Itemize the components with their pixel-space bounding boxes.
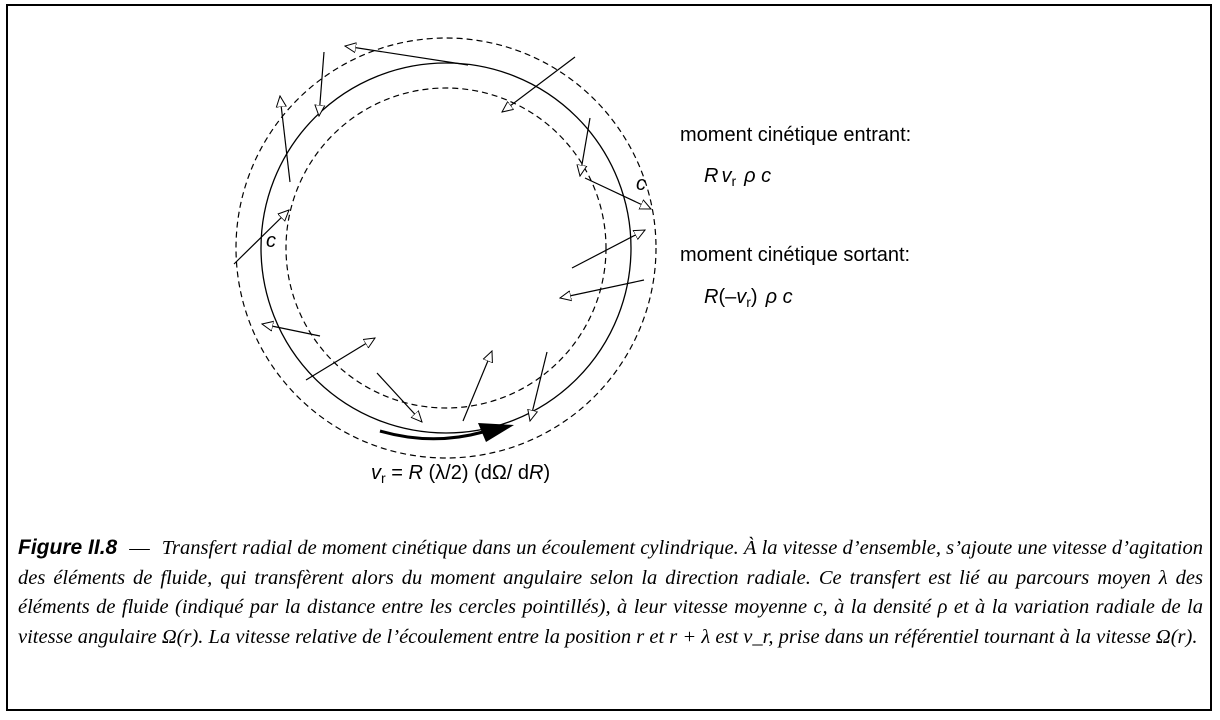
rotation-arrowhead <box>478 423 514 442</box>
label-incoming-title: moment cinétique entrant: <box>680 124 911 146</box>
figure-caption: Figure II.8 —Transfert radial de moment c… <box>18 533 1203 652</box>
label-outgoing-formula: R(–vr)ρ c <box>704 286 793 310</box>
figure-frame <box>6 4 1212 711</box>
label-c-right: c <box>636 173 646 195</box>
figure-label: Figure II.8 <box>18 536 118 559</box>
caption-dash: — <box>129 537 150 559</box>
label-outgoing-title: moment cinétique sortant: <box>680 244 910 266</box>
agitation-arrows <box>233 46 651 422</box>
outer-dashed-circle <box>235 37 657 459</box>
inner-dashed-circle <box>285 87 607 409</box>
rotation-arc <box>379 429 484 441</box>
caption-text: Transfert radial de moment cinétique dan… <box>18 537 1203 648</box>
label-c-left: c <box>266 230 276 252</box>
middle-solid-circle <box>260 62 632 434</box>
label-vr-equation: vr = R (λ/2) (dΩ/ dR) <box>371 462 550 486</box>
